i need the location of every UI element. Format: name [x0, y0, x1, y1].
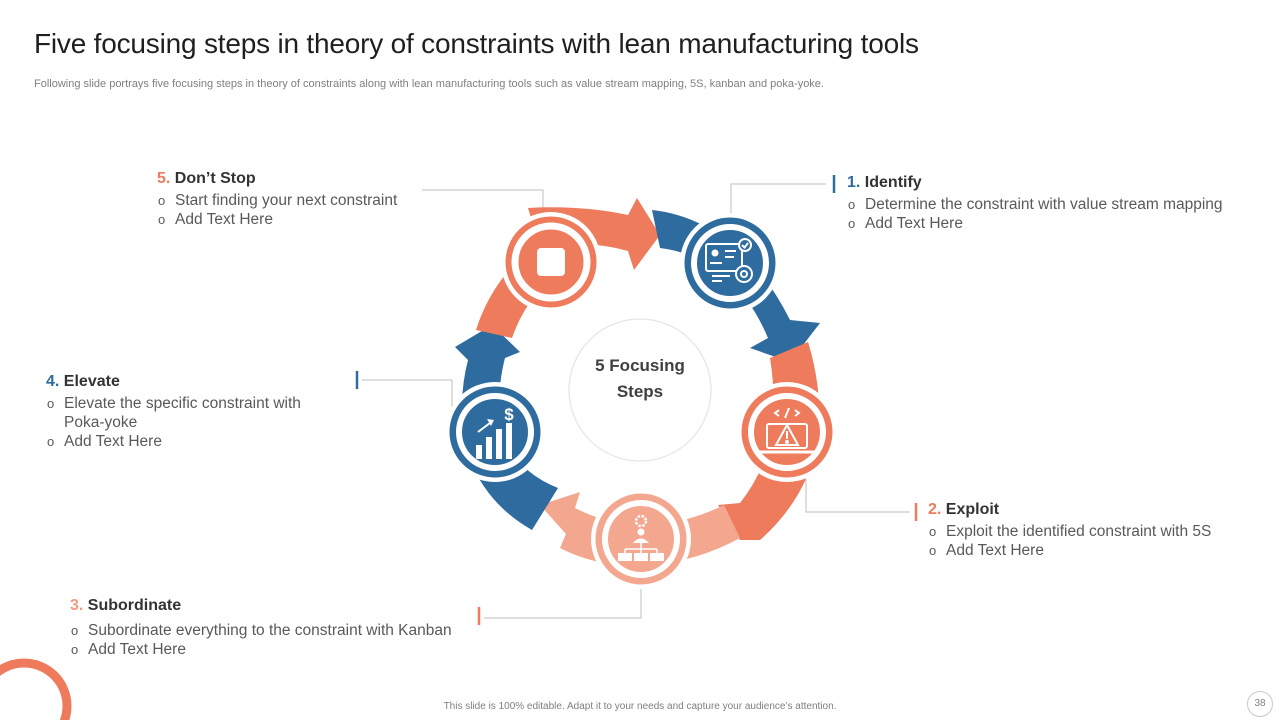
node-dont-stop — [501, 212, 601, 312]
step-identify-number: 1. — [847, 174, 861, 191]
connector-end-marks — [355, 175, 918, 625]
step-dont-stop-label: Don’t Stop — [174, 170, 256, 187]
step-exploit-label: Exploit — [945, 501, 1000, 518]
node-exploit — [737, 382, 837, 482]
list-item: Add Text Here — [847, 214, 1223, 233]
step-elevate-bullets: Elevate the specific constraint with Pok… — [46, 394, 336, 451]
step-subordinate-number: 3. — [70, 597, 84, 614]
step-dont-stop-heading: 5. Don’t Stop — [157, 170, 397, 188]
slide-subtitle: Following slide portrays five focusing s… — [34, 78, 824, 90]
step-subordinate: 3. Subordinate Subordinate everything to… — [70, 597, 452, 659]
step-subordinate-label: Subordinate — [87, 597, 182, 614]
step-exploit-number: 2. — [928, 501, 942, 518]
step-elevate-label: Elevate — [63, 373, 120, 390]
step-exploit-heading: 2. Exploit — [928, 501, 1211, 519]
node-subordinate — [591, 489, 691, 589]
connector-subordinate — [484, 588, 642, 619]
list-item: Exploit the identified constraint with 5… — [928, 522, 1211, 541]
laptop-warning-icon — [760, 407, 814, 454]
step-dont-stop-number: 5. — [157, 170, 171, 187]
node-elevate: $ — [445, 382, 545, 482]
list-item: Add Text Here — [70, 640, 452, 659]
step-elevate-number: 4. — [46, 373, 60, 390]
step-identify-heading: 1. Identify — [847, 174, 1223, 192]
svg-text:$: $ — [504, 405, 514, 424]
list-item: Add Text Here — [928, 541, 1211, 560]
connector-lines — [362, 183, 910, 619]
page-number-badge: 38 — [1247, 691, 1273, 717]
step-identify: 1. Identify Determine the constraint wit… — [847, 174, 1223, 233]
list-item: Add Text Here — [157, 210, 397, 229]
center-label-line2: Steps — [617, 382, 663, 401]
step-dont-stop-bullets: Start finding your next constraint Add T… — [157, 191, 397, 229]
node-identify — [680, 213, 780, 313]
list-item: Subordinate everything to the constraint… — [70, 621, 452, 640]
step-subordinate-heading: 3. Subordinate — [70, 597, 452, 615]
list-item: Add Text Here — [46, 432, 336, 451]
id-card-settings-icon — [705, 238, 753, 283]
org-chart-gear-icon — [618, 514, 664, 561]
decorative-corner-ring — [0, 658, 72, 720]
step-subordinate-bullets: Subordinate everything to the constraint… — [70, 621, 452, 659]
step-elevate-heading: 4. Elevate — [46, 373, 336, 391]
connector-exploit — [805, 480, 910, 513]
step-exploit: 2. Exploit Exploit the identified constr… — [928, 501, 1211, 560]
list-item: Start finding your next constraint — [157, 191, 397, 210]
connector-identify — [730, 183, 826, 213]
connector-dont-stop — [422, 189, 544, 213]
center-label-line1: 5 Focusing — [595, 356, 685, 375]
step-identify-bullets: Determine the constraint with value stre… — [847, 195, 1223, 233]
step-elevate: 4. Elevate Elevate the specific constrai… — [46, 373, 336, 451]
list-item: Determine the constraint with value stre… — [847, 195, 1223, 214]
stop-square-icon — [537, 248, 565, 276]
connector-elevate — [362, 379, 453, 408]
growth-chart-dollar-icon: $ — [476, 405, 514, 459]
slide-footer-note: This slide is 100% editable. Adapt it to… — [443, 701, 837, 712]
step-dont-stop: 5. Don’t Stop Start finding your next co… — [157, 170, 397, 229]
list-item: Elevate the specific constraint with Pok… — [46, 394, 336, 432]
step-exploit-bullets: Exploit the identified constraint with 5… — [928, 522, 1211, 560]
slide-title: Five focusing steps in theory of constra… — [34, 28, 919, 59]
step-identify-label: Identify — [864, 174, 922, 191]
center-circle — [568, 318, 712, 462]
